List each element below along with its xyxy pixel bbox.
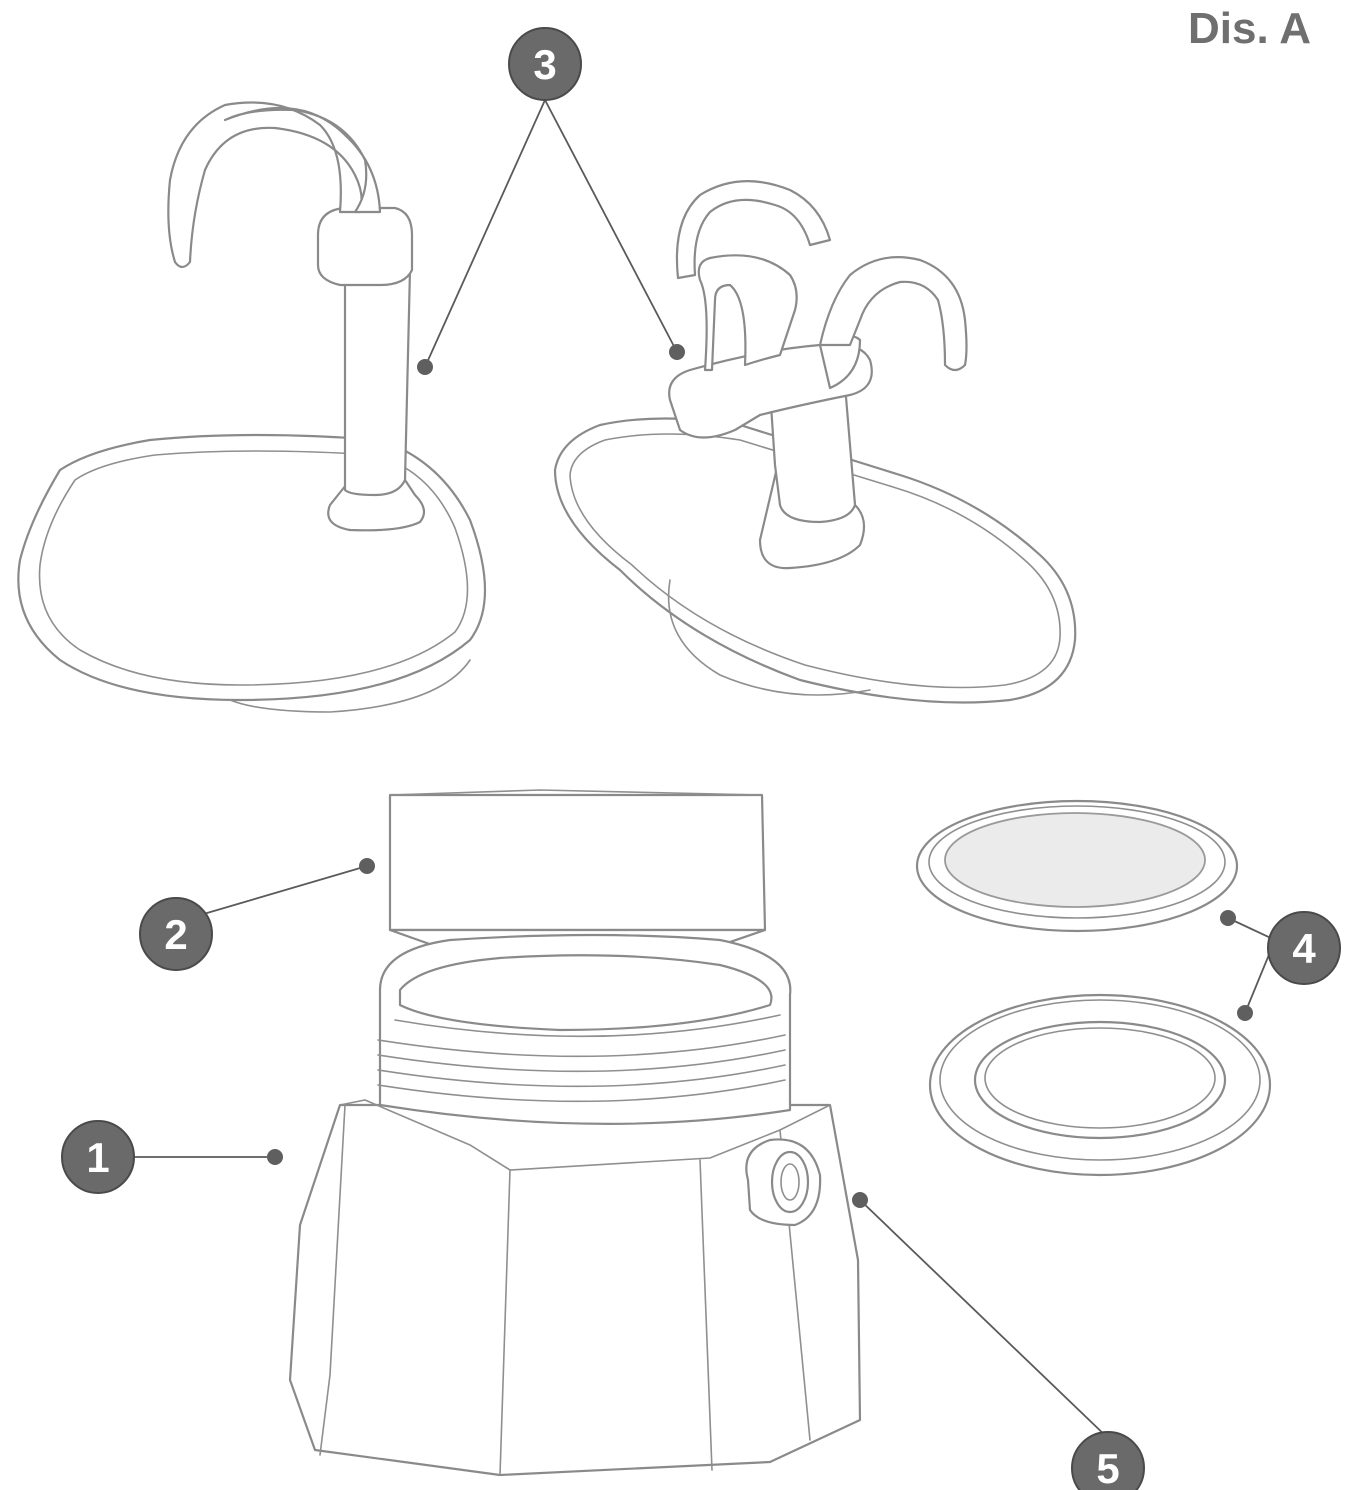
callout-5-dot xyxy=(852,1192,868,1208)
boiler-base-part xyxy=(288,933,862,1477)
callout-2-dot xyxy=(359,858,375,874)
callout-1-dot xyxy=(267,1149,283,1165)
callout-4-dot-a xyxy=(1220,910,1236,926)
callout-badge-4: 4 xyxy=(1267,911,1341,985)
double-spout-upper-part xyxy=(553,180,1077,704)
callout-label-3: 3 xyxy=(533,41,556,88)
callout-3-dot-b xyxy=(669,344,685,360)
single-spout-upper-part xyxy=(17,101,487,713)
callout-label-5: 5 xyxy=(1096,1445,1119,1490)
filter-plate-and-gasket xyxy=(915,799,1272,1177)
figure-title: Dis. A xyxy=(1188,4,1312,53)
callout-badge-2: 2 xyxy=(139,897,213,971)
callout-label-1: 1 xyxy=(86,1134,109,1181)
callout-label-2: 2 xyxy=(164,911,187,958)
callout-badge-5: 5 xyxy=(1071,1431,1145,1490)
callout-4-dot-b xyxy=(1237,1005,1253,1021)
callout-badge-1: 1 xyxy=(61,1120,135,1194)
callout-label-4: 4 xyxy=(1292,925,1316,972)
callout-badge-3: 3 xyxy=(508,27,582,101)
leader-dots xyxy=(267,344,1253,1208)
callout-3-dot-a xyxy=(417,359,433,375)
